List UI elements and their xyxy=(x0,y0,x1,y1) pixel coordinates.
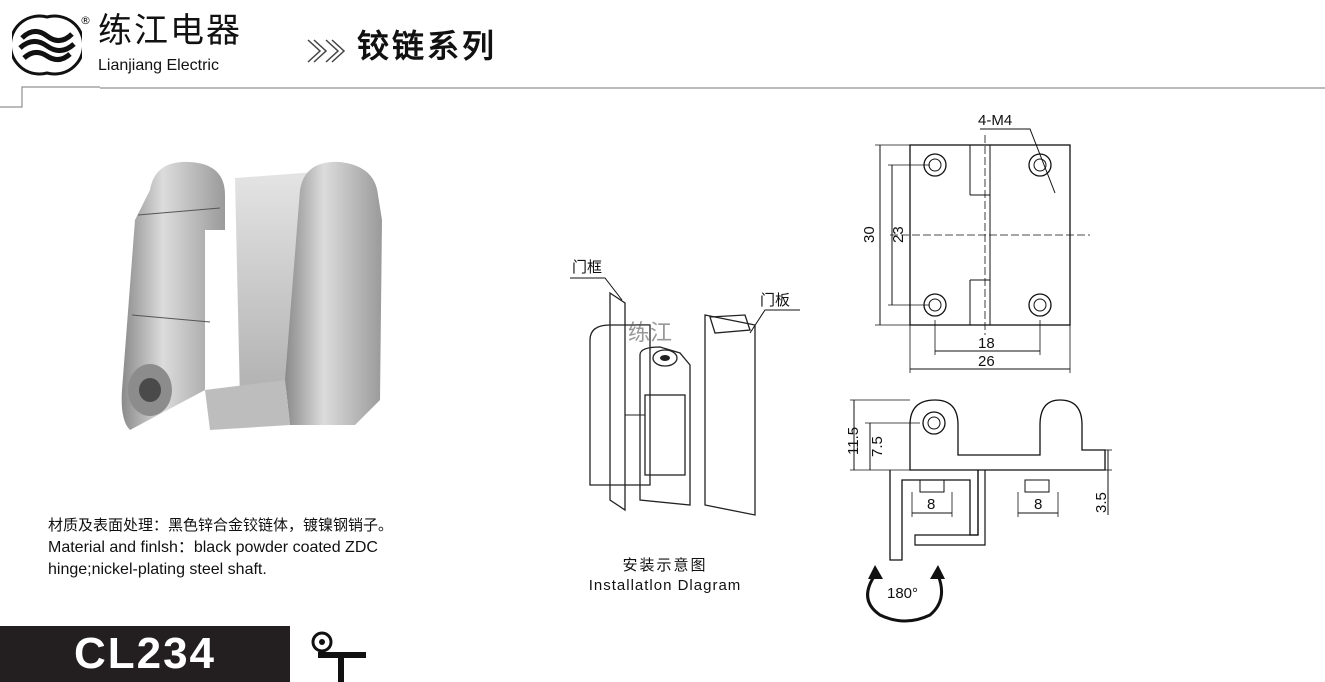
series-title: 铰链系列 xyxy=(357,27,498,65)
dim-side-8-left: 8 xyxy=(927,496,935,513)
dim-width-26: 26 xyxy=(978,353,995,370)
dim-height-23: 23 xyxy=(890,226,907,243)
hinge-symbol-icon xyxy=(311,631,366,682)
dim-side-8-right: 8 xyxy=(1034,496,1042,513)
header-divider xyxy=(100,87,1325,89)
dim-width-18: 18 xyxy=(978,335,995,352)
dim-rotation: 180° xyxy=(887,585,918,602)
material-en-line2: hinge;nickel-plating steel shaft. xyxy=(48,561,267,578)
label-door-panel: 门板 xyxy=(760,291,790,309)
dimension-drawing: 4-M4 30 23 18 26 11.5 7.5 3.5 8 8 180° xyxy=(845,112,1112,623)
dim-side-7-5: 7.5 xyxy=(869,436,886,457)
dim-side-11-5: 11.5 xyxy=(845,427,862,455)
watermark-text: 练江 xyxy=(628,321,672,346)
registered-mark: ® xyxy=(80,14,91,27)
dim-side-3-5: 3.5 xyxy=(1093,492,1110,513)
header-corner-line xyxy=(0,86,100,108)
dim-height-30: 30 xyxy=(861,226,878,243)
hinge-product-photo xyxy=(121,161,382,430)
material-en-line1: Material and finlsh：black powder coated … xyxy=(48,539,378,556)
installation-diagram: 门框 门板 练江 xyxy=(570,259,800,516)
mounting-holes xyxy=(923,153,1052,317)
model-number-badge: CL234 xyxy=(0,626,290,682)
rotation-arrow-icon xyxy=(866,574,944,623)
brand-logo-icon xyxy=(12,14,82,76)
installation-caption-cn: 安装示意图 xyxy=(622,556,708,574)
double-chevron-icon xyxy=(307,39,346,63)
label-door-frame: 门框 xyxy=(572,259,602,276)
material-description: 材质及表面处理：黑色锌合金铰链体，镀镍钢销子。 Material and fin… xyxy=(48,515,428,581)
brand-name-cn: 练江电器 xyxy=(98,11,242,51)
installation-caption-en: Installatlon Dlagram xyxy=(588,577,742,594)
dim-thread: 4-M4 xyxy=(978,112,1012,129)
material-cn: 材质及表面处理：黑色锌合金铰链体，镀镍钢销子。 xyxy=(48,517,394,534)
brand-name-en: Lianjiang Electric xyxy=(98,57,219,74)
